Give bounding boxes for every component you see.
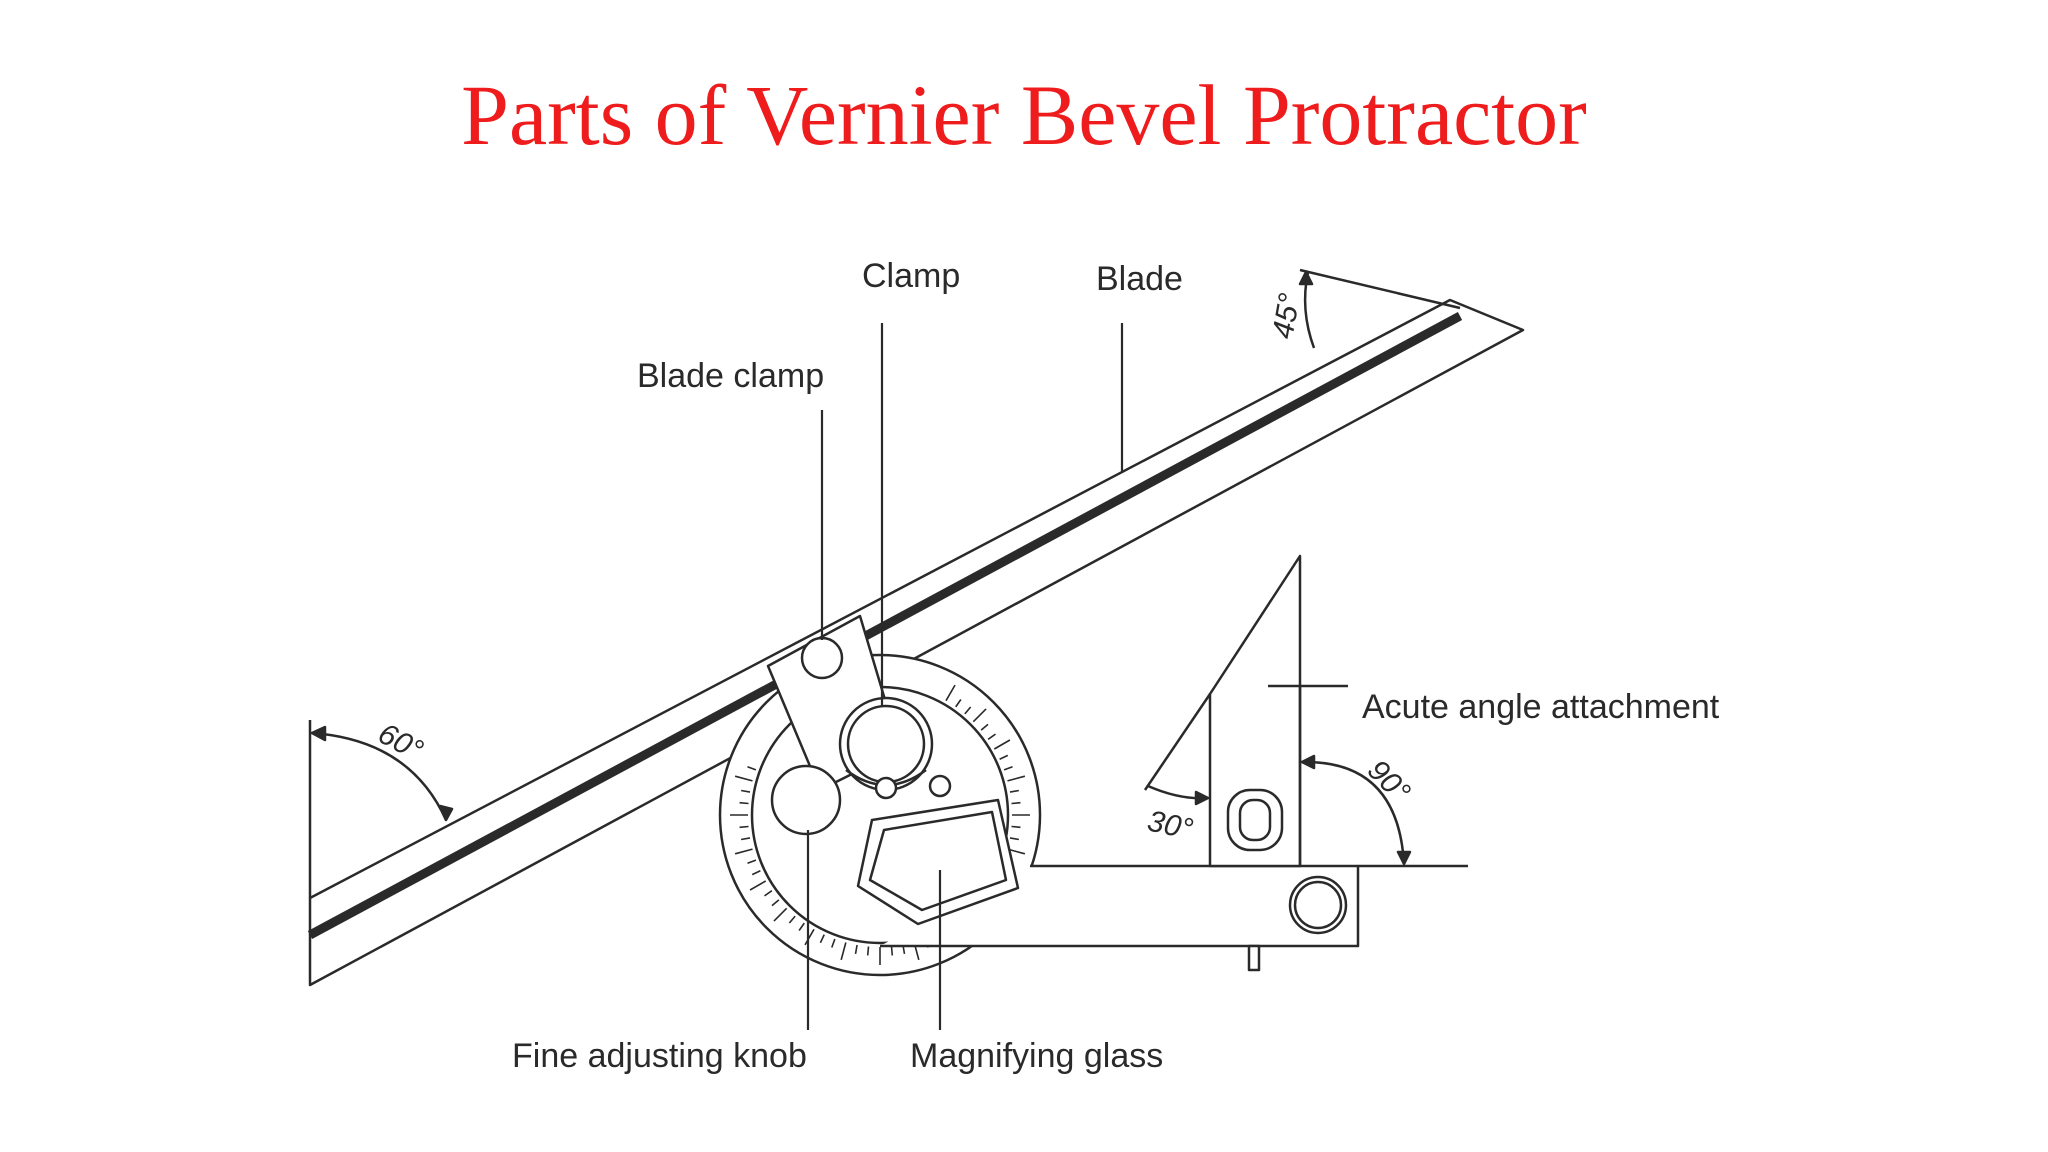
dial-tick — [854, 944, 858, 954]
magnifying-glass — [856, 774, 1020, 926]
dial-tick — [831, 938, 836, 948]
dial-tick — [972, 708, 987, 723]
label-acute-angle-attachment: Acute angle attachment — [1362, 688, 1720, 726]
dial-tick — [734, 848, 753, 855]
dial-tick — [804, 928, 815, 946]
dial-tick — [999, 754, 1009, 760]
dial-tick — [1011, 825, 1021, 829]
label-magnifying-glass: Magnifying glass — [910, 1037, 1163, 1075]
angle-90-arc — [1300, 754, 1412, 866]
dial-tick — [955, 699, 962, 708]
page-title: Parts of Vernier Bevel Protractor — [461, 67, 1587, 163]
clamp — [838, 696, 934, 792]
label-fine-adjusting-knob: Fine adjusting knob — [512, 1037, 807, 1075]
angle-label-45: 45° — [1266, 291, 1306, 341]
dial-tick — [773, 907, 788, 922]
angle-label-60: 60° — [373, 717, 429, 767]
dial-tick — [798, 922, 805, 931]
dial-tick — [1007, 775, 1026, 782]
dial-tick — [741, 837, 751, 841]
dial-tick — [993, 739, 1011, 750]
dial-tick — [751, 870, 761, 876]
angle-60-arc — [308, 720, 454, 898]
dial-tick — [739, 801, 749, 805]
label-blade-clamp: Blade clamp — [637, 357, 824, 395]
dial-tick — [980, 723, 989, 731]
angle-45-arc — [1298, 268, 1461, 349]
fine-adjusting-knob — [770, 764, 842, 836]
dial-tick — [890, 946, 894, 956]
dial-tick — [1003, 766, 1013, 771]
dial-tick — [747, 859, 757, 864]
dial-tick — [819, 934, 825, 944]
dial-tick — [866, 946, 870, 956]
dial-tick — [747, 766, 757, 771]
dial-tick — [945, 684, 956, 702]
dial-tick — [734, 775, 753, 782]
label-blade: Blade — [1096, 260, 1183, 298]
acute-angle-attachment — [1143, 554, 1348, 868]
dial-tick — [741, 789, 751, 793]
dial-tick — [764, 890, 773, 897]
dial-tick — [749, 880, 767, 891]
dial-tick — [1009, 837, 1019, 841]
dial-tick — [987, 733, 996, 740]
dial-tick — [1009, 789, 1019, 793]
blade — [307, 298, 1525, 987]
dial-tick — [739, 825, 749, 829]
dial-tick — [1011, 801, 1021, 805]
dial-tick — [840, 942, 847, 961]
label-clamp: Clamp — [862, 257, 960, 295]
angle-label-30: 30° — [1145, 805, 1196, 847]
dial-tick — [964, 706, 972, 715]
dial-tick — [788, 915, 796, 924]
dial-tick — [771, 899, 780, 907]
angle-label-90: 90° — [1361, 754, 1416, 809]
angle-30-arc — [1147, 784, 1210, 806]
